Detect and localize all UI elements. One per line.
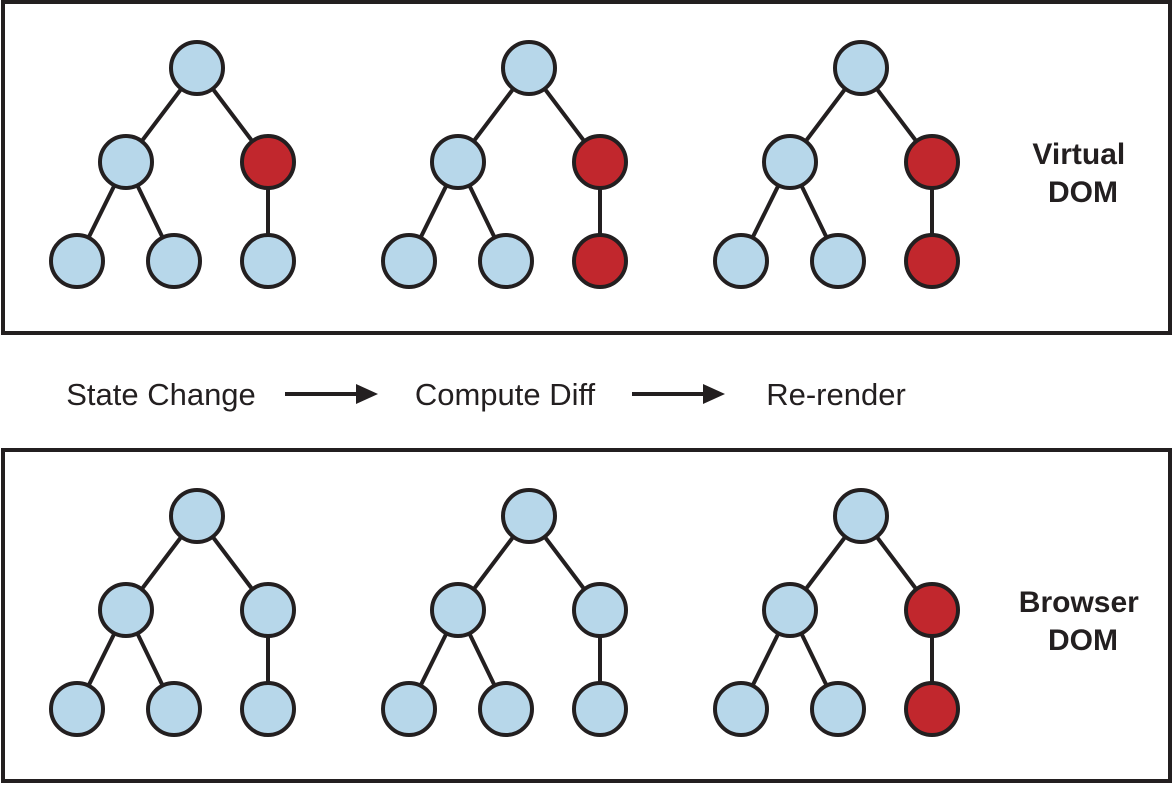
tree-node-left-leaf-1 — [49, 681, 105, 737]
step-re-render: Re-render — [766, 377, 906, 412]
arrow-right-icon — [285, 384, 378, 404]
tree-edge — [542, 86, 587, 144]
tree-edge — [799, 183, 829, 240]
tree-node-root — [169, 488, 225, 544]
virtual-dom-trees — [49, 40, 960, 289]
tree-node-left-leaf-2 — [478, 681, 534, 737]
tree-node-left-leaf-2 — [146, 681, 202, 737]
tree-edge — [418, 183, 449, 240]
tree-edge — [210, 86, 255, 144]
changed-node-right-child — [904, 134, 960, 190]
tree-edge — [750, 183, 781, 240]
changed-node-right-leaf — [572, 233, 628, 289]
tree-node-left-leaf-2 — [810, 233, 866, 289]
tree-edge — [471, 534, 516, 592]
browser-dom-label: Browser DOM — [1019, 586, 1147, 657]
tree-node-left-child — [98, 582, 154, 638]
step-state-change: State Change — [66, 377, 256, 412]
changed-node-right-child — [572, 134, 628, 190]
tree-edge — [803, 534, 848, 592]
tree-node-right-leaf — [240, 681, 296, 737]
tree-edge — [210, 534, 255, 592]
tree-edge — [799, 631, 829, 688]
tree-edge — [418, 631, 449, 688]
tree-node-left-leaf-2 — [810, 681, 866, 737]
tree-edge — [139, 534, 184, 592]
tree-edge — [139, 86, 184, 144]
tree-node-left-leaf-2 — [478, 233, 534, 289]
tree-node-left-leaf-1 — [713, 233, 769, 289]
tree-node-left-child — [430, 134, 486, 190]
tree-edge — [471, 86, 516, 144]
tree-node-left-child — [430, 582, 486, 638]
changed-node-right-leaf — [904, 233, 960, 289]
tree-node-right-child — [572, 582, 628, 638]
virtual-dom-label-line-2: DOM — [1048, 176, 1118, 209]
tree-node-left-leaf-1 — [713, 681, 769, 737]
tree-node-left-leaf-2 — [146, 233, 202, 289]
tree-edge — [750, 631, 781, 688]
virtual-dom-tree-1 — [49, 40, 296, 289]
tree-edge — [542, 534, 587, 592]
tree-node-left-leaf-1 — [49, 233, 105, 289]
tree-node-right-child — [240, 582, 296, 638]
browser-dom-panel: Browser DOM — [1, 448, 1172, 783]
tree-edge — [135, 631, 165, 688]
tree-edge — [86, 183, 117, 240]
virtual-dom-panel: Virtual DOM — [1, 0, 1172, 335]
tree-node-left-child — [762, 134, 818, 190]
browser-dom-tree-3 — [713, 488, 960, 737]
browser-dom-tree-2 — [381, 488, 628, 737]
browser-dom-tree-1 — [49, 488, 296, 737]
tree-node-root — [501, 40, 557, 96]
changed-node-right-child — [240, 134, 296, 190]
tree-node-root — [833, 40, 889, 96]
arrow-right-icon — [632, 384, 725, 404]
tree-node-right-leaf — [240, 233, 296, 289]
tree-node-left-child — [98, 134, 154, 190]
tree-edge — [135, 183, 165, 240]
tree-node-right-leaf — [572, 681, 628, 737]
browser-dom-trees — [49, 488, 960, 737]
virtual-dom-tree-2 — [381, 40, 628, 289]
tree-node-root — [833, 488, 889, 544]
step-compute-diff: Compute Diff — [415, 377, 596, 412]
tree-node-left-child — [762, 582, 818, 638]
tree-node-root — [501, 488, 557, 544]
virtual-dom-label-line-1: Virtual — [1032, 138, 1125, 171]
process-flow: State Change Compute Diff Re-render — [66, 377, 906, 412]
tree-node-left-leaf-1 — [381, 233, 437, 289]
browser-dom-label-line-2: DOM — [1048, 624, 1118, 657]
tree-node-left-leaf-1 — [381, 681, 437, 737]
tree-edge — [874, 86, 919, 144]
virtual-dom-label: Virtual DOM — [1032, 138, 1133, 209]
tree-edge — [467, 183, 497, 240]
browser-dom-label-line-1: Browser — [1019, 586, 1139, 619]
tree-edge — [86, 631, 117, 688]
tree-edge — [874, 534, 919, 592]
tree-edge — [467, 631, 497, 688]
tree-edge — [803, 86, 848, 144]
changed-node-right-child — [904, 582, 960, 638]
changed-node-right-leaf — [904, 681, 960, 737]
tree-node-root — [169, 40, 225, 96]
virtual-dom-tree-3 — [713, 40, 960, 289]
